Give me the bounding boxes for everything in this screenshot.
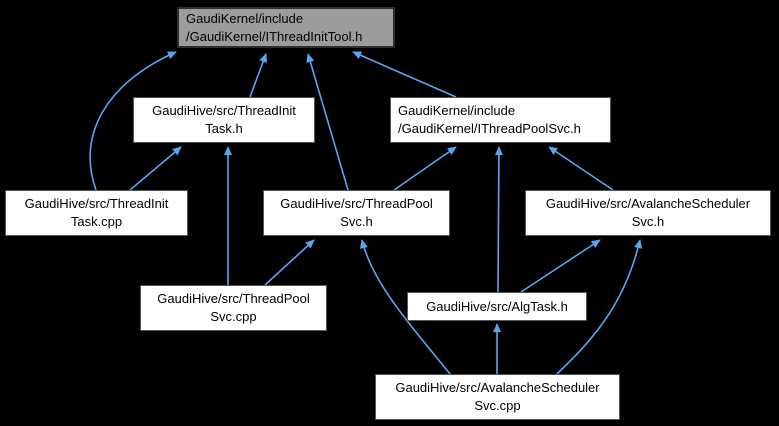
node-algtask-h[interactable]: GaudiHive/src/AlgTask.h	[407, 292, 587, 321]
edge-algtask-h-to-ithreadpoolsvc-h	[494, 146, 503, 293]
edge-algtask-h-to-avalancheschedulersvc-h	[520, 239, 601, 293]
edge-threadpoolsvc-h-to-ithreadpoolsvc-h	[393, 146, 457, 191]
node-label-line: Svc.cpp	[210, 309, 257, 324]
node-avalancheschedulersvc-cpp[interactable]: GaudiHive/src/AvalancheScheduler Svc.cpp	[375, 374, 620, 420]
node-avalancheschedulersvc-h[interactable]: GaudiHive/src/AvalancheScheduler Svc.h	[525, 190, 771, 236]
node-label-line: Svc.h	[340, 214, 373, 229]
edge-threadinittask-cpp-to-threadinittask-h	[129, 146, 182, 191]
node-label-line: GaudiKernel/include	[398, 103, 516, 118]
node-label-line: GaudiHive/src/AvalancheScheduler	[545, 196, 751, 211]
node-label-line: GaudiKernel/include	[186, 10, 304, 26]
edge-ithreadpoolsvc-h-to-ithreadinittool-h	[352, 51, 457, 98]
edge-threadinittask-h-to-ithreadinittool-h	[249, 53, 267, 98]
node-threadinittask-h[interactable]: GaudiHive/src/ThreadInit Task.h	[133, 97, 315, 143]
node-label-line: GaudiHive/src/ThreadPool	[157, 291, 310, 306]
node-label-line: Svc.cpp	[474, 398, 521, 413]
node-label-line: Svc.h	[631, 214, 665, 229]
node-label-line: GaudiHive/src/ThreadInit	[24, 196, 169, 211]
node-threadinittask-cpp[interactable]: GaudiHive/src/ThreadInit Task.cpp	[5, 190, 188, 236]
node-label-line: /GaudiKernel/IThreadPoolSvc.h	[398, 121, 581, 136]
node-ithreadinittool-h[interactable]: GaudiKernel/include /GaudiKernel/IThread…	[177, 7, 395, 48]
node-label-line: Task.h	[205, 121, 243, 136]
node-threadpoolsvc-h[interactable]: GaudiHive/src/ThreadPool Svc.h	[263, 190, 450, 236]
edge-threadpoolsvc-cpp-to-threadpoolsvc-h	[264, 239, 315, 286]
node-threadpoolsvc-cpp[interactable]: GaudiHive/src/ThreadPool Svc.cpp	[140, 285, 327, 331]
node-label-line: GaudiHive/src/ThreadPool	[280, 196, 433, 211]
edge-avalancheschedulersvc-h-to-ithreadpoolsvc-h	[548, 146, 614, 191]
node-label-line: GaudiHive/src/ThreadInit	[152, 103, 296, 118]
node-label-line: GaudiHive/src/AlgTask.h	[426, 298, 568, 314]
node-ithreadpoolsvc-h[interactable]: GaudiKernel/include /GaudiKernel/IThread…	[390, 97, 611, 143]
node-label-line: /GaudiKernel/IThreadInitTool.h	[186, 28, 363, 44]
node-label-line: Task.cpp	[70, 214, 123, 229]
node-label-line: GaudiHive/src/AvalancheScheduler	[395, 380, 600, 395]
